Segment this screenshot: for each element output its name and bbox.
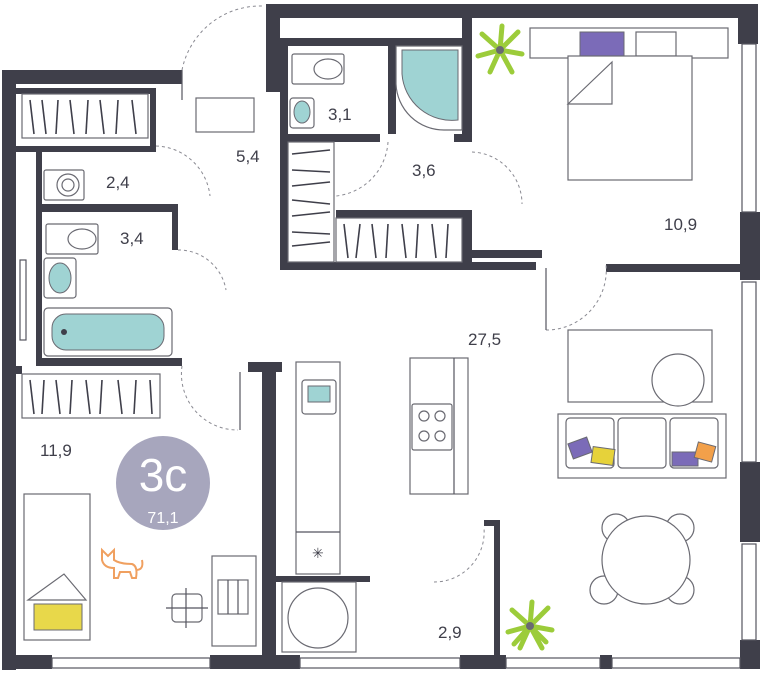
desk xyxy=(211,555,257,647)
toilet-icon xyxy=(45,223,99,255)
tv-unit xyxy=(567,329,713,407)
area-label-living-kitchen: 27,5 xyxy=(468,330,501,349)
desk-chair xyxy=(166,588,208,628)
sofa xyxy=(557,413,727,479)
area-label-bedroom-master: 10,9 xyxy=(664,215,697,234)
apartment-total-area: 71,1 xyxy=(147,510,178,527)
apartment-badge: 3с 71,1 xyxy=(116,436,210,530)
interior-walls xyxy=(16,18,742,656)
balcony-chair xyxy=(281,581,357,653)
toilet-icon xyxy=(43,169,85,201)
stove-icon xyxy=(411,403,453,451)
cat-icon xyxy=(101,547,144,579)
windows xyxy=(19,43,757,669)
sink-icon xyxy=(289,97,315,129)
exterior-walls xyxy=(2,4,760,670)
dining-table xyxy=(589,513,695,605)
hall-bench xyxy=(195,97,255,133)
child-bed xyxy=(23,493,91,641)
plant-icon xyxy=(505,599,555,651)
apartment-type-label: 3с xyxy=(139,449,188,501)
wardrobe-top-left xyxy=(21,93,149,139)
wardrobe-walkin xyxy=(287,141,463,263)
area-label-wc-small: 2,4 xyxy=(106,173,130,192)
bathtub-icon xyxy=(43,307,173,357)
toilet-icon xyxy=(291,53,345,85)
area-label-bedroom-child: 11,9 xyxy=(40,441,72,460)
door-swings xyxy=(155,5,607,583)
sink-icon xyxy=(43,257,77,299)
area-label-balcony: 2,9 xyxy=(438,623,462,642)
wardrobe-child-room xyxy=(21,373,161,419)
master-bed xyxy=(529,27,729,181)
area-label-wardrobe: 3,6 xyxy=(412,161,436,180)
area-label-hallway: 5,4 xyxy=(236,147,260,166)
kitchen-counter: ✳ xyxy=(295,361,341,575)
area-label-bathroom-main: 3,4 xyxy=(120,229,144,248)
svg-text:✳: ✳ xyxy=(312,545,324,561)
plant-icon xyxy=(475,23,525,75)
shower-icon xyxy=(395,45,463,131)
area-label-bathroom-master: 3,1 xyxy=(328,105,352,124)
